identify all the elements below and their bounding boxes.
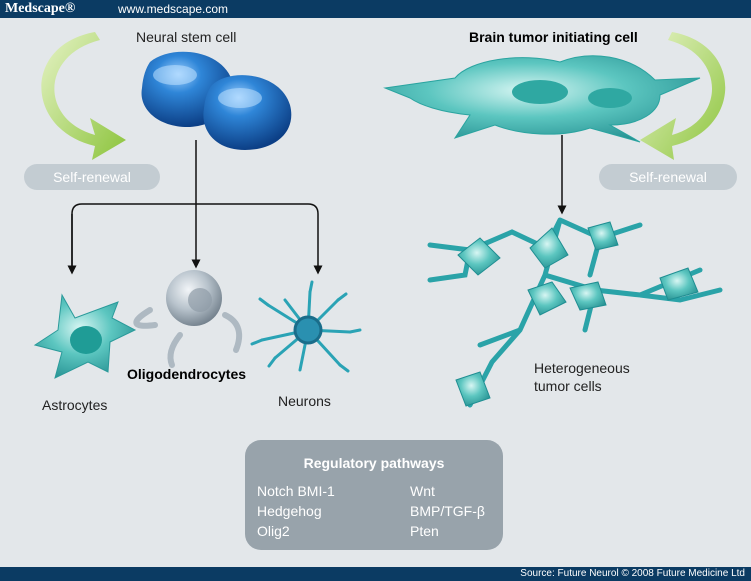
brain-tumor-initiating-cell-graphic — [383, 55, 701, 143]
label-neurons: Neurons — [278, 393, 331, 409]
diagram-artwork — [33, 32, 726, 408]
pathway-item: Notch BMI-1 — [257, 483, 335, 499]
pathway-item: Wnt — [410, 483, 435, 499]
heterogeneous-tumor-cells — [427, 217, 723, 408]
footer-bar: Source: Future Neurol © 2008 Future Medi… — [0, 567, 751, 581]
regulatory-pathways-panel: Regulatory pathways Notch BMI-1 Hedgehog… — [245, 440, 503, 550]
label-heterogeneous-line2: tumor cells — [534, 378, 602, 394]
label-neural-stem-cell: Neural stem cell — [136, 29, 237, 45]
differentiation-arrows — [67, 140, 323, 275]
pathway-item: BMP/TGF-β — [410, 503, 485, 519]
neural-stem-cell-graphic — [141, 51, 292, 150]
source-credit: Source: Future Neurol © 2008 Future Medi… — [520, 568, 745, 579]
pathway-item: Pten — [410, 523, 439, 539]
label-oligodendrocytes: Oligodendrocytes — [127, 366, 247, 382]
label-brain-tumor-initiating-cell: Brain tumor initiating cell — [469, 29, 638, 45]
self-renewal-badge-left: Self-renewal — [24, 164, 160, 190]
astrocyte-cell — [33, 293, 137, 379]
neuron-cell — [250, 280, 362, 373]
medscape-logo[interactable]: Medscape® — [5, 1, 76, 16]
pathway-item: Hedgehog — [257, 503, 322, 519]
header-bar: Medscape® www.medscape.com — [0, 0, 751, 18]
label-heterogeneous-line1: Heterogeneous — [534, 360, 630, 376]
label-astrocytes: Astrocytes — [42, 397, 108, 413]
site-url[interactable]: www.medscape.com — [118, 2, 229, 16]
self-renewal-arrow-left — [41, 32, 127, 160]
oligodendrocyte-cell — [133, 270, 243, 368]
self-renewal-arrow-right — [640, 32, 726, 160]
self-renewal-badge-right: Self-renewal — [599, 164, 737, 190]
pathway-item: Olig2 — [257, 523, 290, 539]
regulatory-pathways-title: Regulatory pathways — [303, 455, 445, 471]
